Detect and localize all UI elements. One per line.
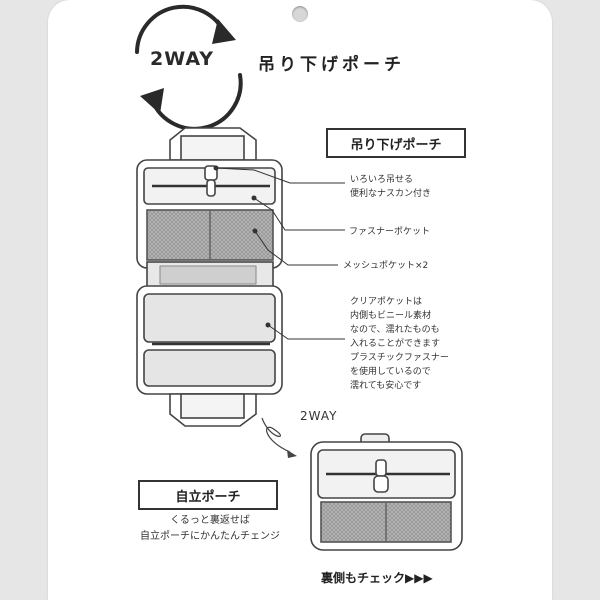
cycle-label: 2WAY xyxy=(150,48,214,70)
cycle-arrow-head-bottom xyxy=(140,88,164,114)
standing-pouch-illustration xyxy=(310,433,463,551)
hook-callout-line2: 便利なナスカン付き xyxy=(350,189,432,199)
cycle-arrows-icon xyxy=(135,4,243,131)
clear-pocket-line7: 濡れても安心です xyxy=(350,381,422,391)
standing-pouch-label: 自立ポーチ xyxy=(138,480,278,510)
clear-pocket-line1: クリアポケットは xyxy=(350,297,423,307)
standing-desc-line2: 自立ポーチにかんたんチェンジ xyxy=(140,531,280,542)
page-title: 吊り下げポーチ xyxy=(258,55,405,75)
twoway-curly-arrow xyxy=(261,417,291,453)
callout-lines xyxy=(213,165,345,340)
clear-pocket-line2: 内側もビニール素材 xyxy=(350,311,432,321)
cycle-arrow-head-top xyxy=(212,19,236,44)
clear-pocket-line3: なので、濡れたものも xyxy=(350,325,440,335)
hanging-pouch-label: 吊り下げポーチ xyxy=(326,128,466,158)
twoway-arrow-head xyxy=(287,450,297,458)
hang-hole xyxy=(292,6,308,22)
clear-pocket-line6: を使用しているので xyxy=(350,367,431,377)
clear-pocket-callout: クリアポケットは 内側もビニール素材 なので、濡れたものも 入れることができます… xyxy=(350,295,449,393)
hook-callout: いろいろ吊せる 便利なナスカン付き xyxy=(350,173,431,201)
clear-pocket-line4: 入れることができます xyxy=(350,339,441,349)
back-check-note: 裏側もチェック▶▶▶ xyxy=(321,571,433,585)
zipper-pocket-callout: ファスナーポケット xyxy=(349,227,431,237)
product-tag-card xyxy=(48,0,552,600)
standing-pouch-description: くるっと裏返せば 自立ポーチにかんたんチェンジ xyxy=(130,513,290,545)
standing-desc-line1: くるっと裏返せば xyxy=(170,515,250,526)
hook-callout-line1: いろいろ吊せる xyxy=(350,175,414,185)
twoway-label: 2WAY xyxy=(300,409,338,423)
clear-pocket-line5: プラスチックファスナー xyxy=(350,353,449,363)
mesh-pocket-callout: メッシュポケット×2 xyxy=(343,261,429,271)
